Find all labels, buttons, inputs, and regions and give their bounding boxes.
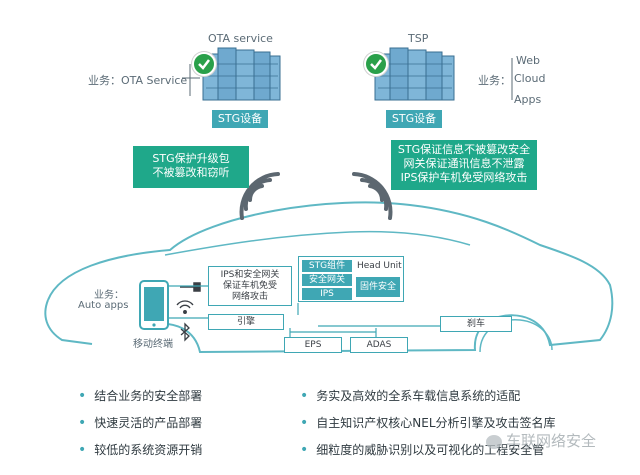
ips-gateway-box: IPS和安全网关 保证车机免受 网络攻击 [208,266,292,306]
tsp-server-rack-icon [374,47,455,101]
phone-caption: 移动终端 [133,339,173,350]
security-gateway-cell: 安全网关 [302,274,352,286]
ota-title: OTA service [208,32,273,45]
feature-right-2: 自主知识产权核心NEL分析引擎及攻击签名库 [300,414,555,431]
phone-icon [139,280,169,330]
tsp-check-icon [364,52,388,76]
wechat-icon [486,434,502,449]
stg-component-cell: STG组件 [302,260,352,272]
tsp-title: TSP [408,32,429,45]
tsp-app-web: Web [516,54,540,67]
left-callout-line-1: STG保护升级包 [152,152,230,165]
right-callout-line-1: STG保证信息不被篡改安全 [397,143,531,156]
ips-box-line-1: IPS和安全网关 [220,270,280,280]
ota-service-label: 业务：OTA Service [88,74,188,87]
head-unit-label: Head Unit [357,261,402,271]
tsp-stg-bar: STG设备 [386,110,442,128]
feature-right-1: 务实及高效的全系车载信息系统的适配 [300,387,520,404]
wifi-right-icon [352,172,393,220]
feature-left-2: 快速灵活的产品部署 [78,414,202,431]
tsp-app-apps: Apps [514,93,542,106]
phone-service-label: 业务： [94,290,124,301]
watermark: 车联网络安全 [486,430,596,451]
left-callout: STG保护升级包 不被篡改和窃听 [133,146,249,188]
right-callout: STG保证信息不被篡改安全 网关保证通讯信息不泄露 IPS保护车机免受网络攻击 [391,140,537,190]
brake-box: 刹车 [440,316,512,332]
small-wifi-icon [176,300,194,314]
tsp-service-prefix: 业务： [478,74,511,87]
feature-left-3: 较低的系统资源开销 [78,441,202,458]
eps-box: EPS [284,337,342,353]
engine-box: 引擎 [208,314,284,330]
right-callout-line-3: IPS保护车机免受网络攻击 [400,171,528,184]
ips-box-line-3: 网络攻击 [231,292,268,302]
firmware-security-cell: 固件安全 [356,277,400,297]
left-callout-line-2: 不被篡改和窃听 [152,166,230,179]
bluetooth-icon [180,322,190,342]
ota-stg-bar: STG设备 [212,110,268,128]
ota-check-icon [192,52,216,76]
right-callout-line-2: 网关保证通讯信息不泄露 [403,157,525,170]
head-unit-group: STG组件 安全网关 IPS Head Unit 固件安全 [298,256,404,302]
ota-server-rack-icon [202,47,281,101]
watermark-text: 车联网络安全 [506,432,597,450]
feature-left-1: 结合业务的安全部署 [78,387,202,404]
ips-cell: IPS [302,288,352,300]
ips-box-line-2: 保证车机免受 [222,281,277,291]
usb-icon [180,282,201,292]
wifi-left-icon [239,172,280,220]
adas-box: ADAS [350,337,408,353]
phone-apps-label: Auto apps [78,300,129,311]
tsp-app-cloud: Cloud [514,72,546,85]
